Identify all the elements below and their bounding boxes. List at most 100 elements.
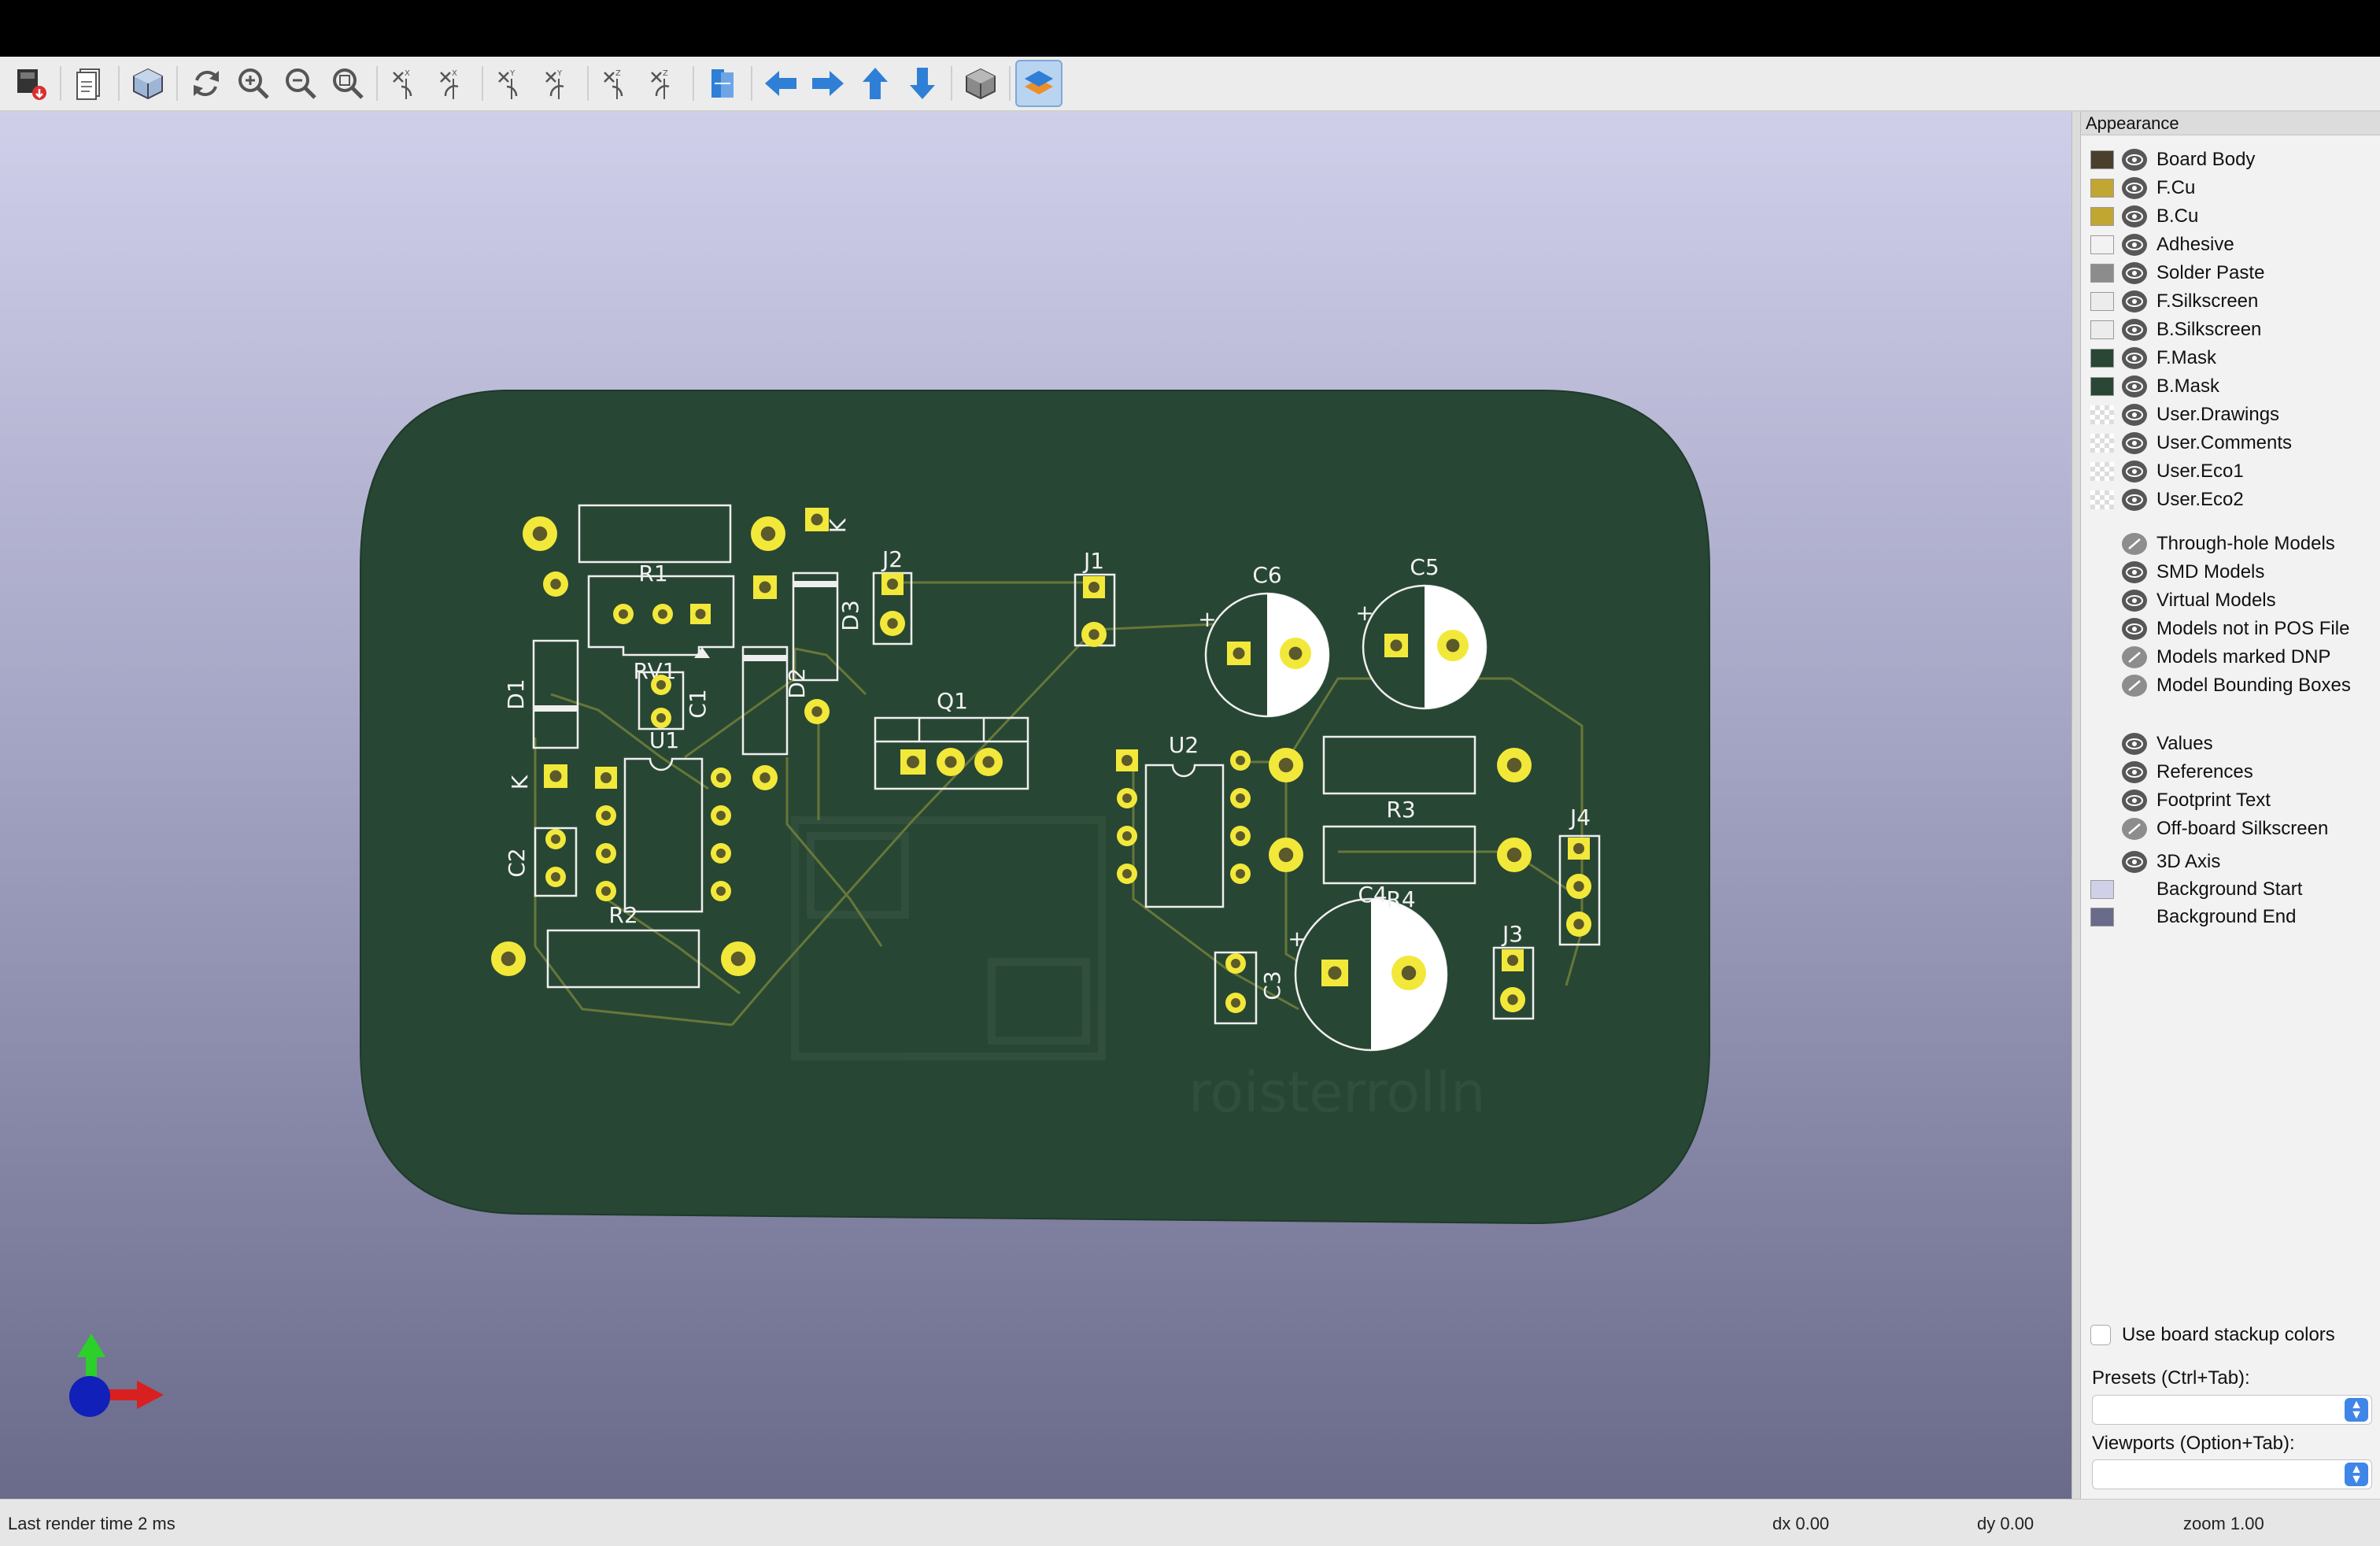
- visibility-eye-icon[interactable]: [2122, 149, 2147, 171]
- visibility-hidden-icon[interactable]: [2122, 675, 2147, 697]
- layer-row[interactable]: Models marked DNP: [2081, 644, 2380, 671]
- rotate-z-ccw-button[interactable]: Z: [641, 60, 688, 107]
- zoom-out-button[interactable]: [277, 60, 324, 107]
- orthographic-icon: [966, 68, 996, 100]
- layer-label: F.Cu: [2156, 177, 2196, 198]
- layer-row[interactable]: F.Mask: [2081, 345, 2380, 372]
- visibility-eye-icon[interactable]: [2122, 432, 2147, 454]
- export-image-button[interactable]: [8, 60, 55, 107]
- visibility-hidden-icon[interactable]: [2122, 818, 2147, 840]
- visibility-eye-icon[interactable]: [2122, 590, 2147, 612]
- layer-row[interactable]: Model Bounding Boxes: [2081, 672, 2380, 699]
- visibility-eye-icon[interactable]: [2122, 460, 2147, 483]
- layer-row[interactable]: B.Cu: [2081, 203, 2380, 230]
- orthographic-button[interactable]: [957, 60, 1004, 107]
- layer-color-swatch[interactable]: [2090, 235, 2114, 254]
- move-left-button[interactable]: [757, 60, 804, 107]
- layer-color-swatch[interactable]: [2090, 320, 2114, 339]
- panel-splitter[interactable]: [2071, 112, 2081, 1499]
- visibility-eye-icon[interactable]: [2122, 290, 2147, 313]
- visibility-eye-icon[interactable]: [2122, 234, 2147, 256]
- layer-row[interactable]: Virtual Models: [2081, 587, 2380, 614]
- visibility-eye-icon[interactable]: [2122, 262, 2147, 284]
- layer-row[interactable]: User.Eco1: [2081, 458, 2380, 485]
- layer-color-swatch[interactable]: [2090, 490, 2114, 509]
- layer-row[interactable]: Board Body: [2081, 146, 2380, 173]
- layer-row[interactable]: Through-hole Models: [2081, 531, 2380, 557]
- viewports-dropdown[interactable]: ▲▼: [2092, 1459, 2372, 1489]
- layer-color-swatch[interactable]: [2090, 349, 2114, 368]
- presets-dropdown[interactable]: ▲▼: [2092, 1395, 2372, 1425]
- silkscreen-outline: [741, 645, 789, 756]
- visibility-eye-icon[interactable]: [2122, 375, 2147, 398]
- layer-color-swatch[interactable]: [2090, 179, 2114, 198]
- rotate-z-cw-button[interactable]: Z: [593, 60, 641, 107]
- visibility-eye-icon[interactable]: [2122, 618, 2147, 640]
- flip-board-button[interactable]: [699, 60, 746, 107]
- board-setup-button[interactable]: [66, 60, 113, 107]
- move-down-button[interactable]: [899, 60, 946, 107]
- layer-row[interactable]: References: [2081, 759, 2380, 786]
- layer-row[interactable]: B.Silkscreen: [2081, 316, 2380, 343]
- rotate-y-cw-button[interactable]: Y: [488, 60, 535, 107]
- layer-row[interactable]: Adhesive: [2081, 231, 2380, 258]
- 3d-view-button[interactable]: [124, 60, 172, 107]
- zoom-fit-button[interactable]: [324, 60, 371, 107]
- visibility-hidden-icon[interactable]: [2122, 646, 2147, 668]
- layer-row[interactable]: Off-board Silkscreen: [2081, 816, 2380, 842]
- refresh-button[interactable]: [183, 60, 230, 107]
- visibility-eye-icon[interactable]: [2122, 489, 2147, 511]
- layer-row[interactable]: Background Start: [2081, 876, 2380, 903]
- reference-designator: C3: [1259, 971, 1285, 1000]
- rotate-y-ccw-button[interactable]: Y: [535, 60, 582, 107]
- move-right-button[interactable]: [804, 60, 852, 107]
- visibility-eye-icon[interactable]: [2122, 761, 2147, 783]
- layer-color-swatch[interactable]: [2090, 207, 2114, 226]
- layer-row[interactable]: F.Silkscreen: [2081, 288, 2380, 315]
- visibility-eye-icon[interactable]: [2122, 733, 2147, 755]
- use-stackup-colors-row[interactable]: Use board stackup colors: [2090, 1324, 2335, 1346]
- layer-row[interactable]: User.Eco2: [2081, 486, 2380, 513]
- layer-color-swatch[interactable]: [2090, 434, 2114, 453]
- visibility-eye-icon[interactable]: [2122, 347, 2147, 369]
- visibility-eye-icon[interactable]: [2122, 561, 2147, 583]
- silkscreen-outline: [578, 504, 732, 564]
- visibility-eye-icon[interactable]: [2122, 205, 2147, 227]
- layer-color-swatch[interactable]: [2090, 292, 2114, 311]
- use-stackup-colors-checkbox[interactable]: [2090, 1325, 2111, 1345]
- layer-color-swatch[interactable]: [2090, 377, 2114, 396]
- visibility-eye-icon[interactable]: [2122, 790, 2147, 812]
- layer-row[interactable]: Values: [2081, 730, 2380, 757]
- layer-row[interactable]: Background End: [2081, 904, 2380, 930]
- layers-manager-button[interactable]: [1015, 60, 1062, 107]
- layer-color-swatch[interactable]: [2090, 908, 2114, 926]
- move-up-button[interactable]: [852, 60, 899, 107]
- layer-color-swatch[interactable]: [2090, 150, 2114, 169]
- layer-color-swatch[interactable]: [2090, 405, 2114, 424]
- rotate-x-cw-button[interactable]: X: [382, 60, 430, 107]
- layer-color-swatch[interactable]: [2090, 264, 2114, 283]
- layer-row[interactable]: 3D Axis: [2081, 849, 2380, 875]
- layer-color-swatch[interactable]: [2090, 880, 2114, 899]
- layer-row[interactable]: Models not in POS File: [2081, 616, 2380, 642]
- visibility-eye-icon[interactable]: [2122, 851, 2147, 873]
- layer-row[interactable]: User.Drawings: [2081, 401, 2380, 428]
- layer-row[interactable]: Footprint Text: [2081, 787, 2380, 814]
- visibility-eye-icon[interactable]: [2122, 319, 2147, 341]
- layer-row[interactable]: Solder Paste: [2081, 260, 2380, 287]
- pad-hole: [1122, 869, 1132, 878]
- layer-color-swatch[interactable]: [2090, 462, 2114, 481]
- zoom-in-button[interactable]: [230, 60, 277, 107]
- visibility-hidden-icon[interactable]: [2122, 533, 2147, 555]
- visibility-eye-icon[interactable]: [2122, 177, 2147, 199]
- visibility-eye-icon[interactable]: [2122, 404, 2147, 426]
- layer-row[interactable]: B.Mask: [2081, 373, 2380, 400]
- layer-row[interactable]: F.Cu: [2081, 175, 2380, 202]
- layer-row[interactable]: User.Comments: [2081, 430, 2380, 457]
- layer-row[interactable]: SMD Models: [2081, 559, 2380, 586]
- pad-hole: [1236, 831, 1245, 841]
- reference-designator: Q1: [937, 688, 968, 714]
- zoom-fit-icon: [333, 68, 364, 99]
- rotate-x-ccw-button[interactable]: X: [430, 60, 477, 107]
